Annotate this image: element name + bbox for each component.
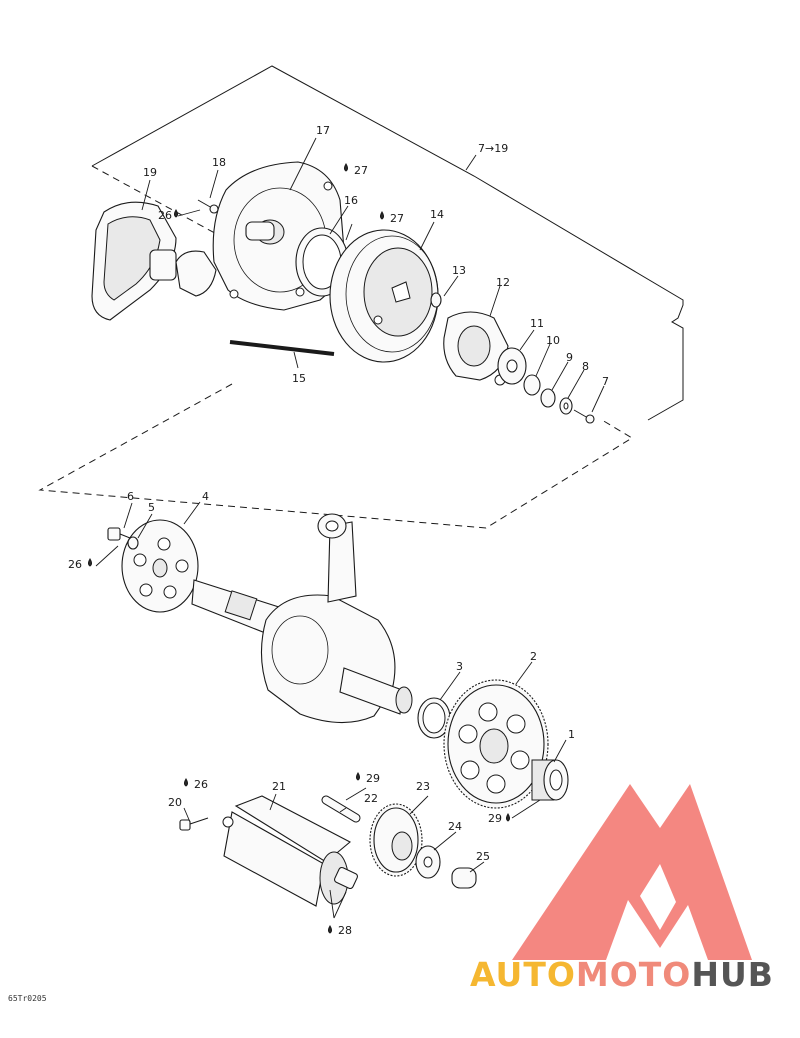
flange-bolt	[107, 527, 131, 541]
oil-drop-icon	[328, 925, 332, 934]
oil-drop-icon	[174, 209, 178, 218]
drawing-code: 65Tr0205	[8, 994, 47, 1003]
callout-26-motor: 26	[194, 778, 208, 791]
callout-16: 16	[344, 194, 358, 207]
callout-21: 21	[272, 780, 286, 793]
callout-27-seal: 27	[390, 212, 404, 225]
callout-27-housing: 27	[354, 164, 368, 177]
callout-29-bearing: 29	[488, 812, 502, 825]
flange-washer	[127, 536, 139, 550]
starter-motor	[222, 795, 359, 907]
callout-3: 3	[456, 660, 463, 673]
oil-drop-markers	[88, 163, 510, 934]
callout-9: 9	[566, 351, 573, 364]
bushing	[451, 867, 477, 889]
callout-14: 14	[430, 208, 444, 221]
brand-auto: AUTO	[470, 955, 576, 994]
callout-23: 23	[416, 780, 430, 793]
rope-pulley	[329, 229, 439, 363]
watermark-brand-text: AUTOMOTOHUB	[470, 955, 795, 995]
washer-large	[497, 347, 527, 385]
group-range-label: 7→19	[478, 142, 508, 155]
drive-flange	[121, 519, 199, 613]
callout-5: 5	[148, 501, 155, 514]
leader-lines	[95, 137, 605, 919]
o-ring	[417, 697, 451, 739]
brand-hub: HUB	[691, 955, 774, 994]
spring	[523, 374, 541, 396]
callout-2: 2	[530, 650, 537, 663]
callout-12: 12	[496, 276, 510, 289]
oil-drop-icon	[380, 211, 384, 220]
callout-8: 8	[582, 360, 589, 373]
needle-bearing	[531, 759, 569, 801]
ring-gear	[443, 679, 549, 809]
motor-screw	[179, 817, 209, 831]
callout-4: 4	[202, 490, 209, 503]
housing-screw	[197, 199, 219, 214]
callout-15: 15	[292, 372, 306, 385]
starter-rope	[229, 340, 335, 356]
crankshaft	[191, 513, 413, 724]
callout-20: 20	[168, 796, 182, 809]
group-boundary	[38, 65, 684, 529]
callout-labels: 1 2 3 4 5 6 7 8 9 10 11 12 13 14 15 16 1…	[68, 124, 609, 937]
callout-11: 11	[530, 317, 544, 330]
callout-19: 19	[143, 166, 157, 179]
oil-drop-icon	[344, 163, 348, 172]
callout-26-flange: 26	[68, 558, 82, 571]
callout-22: 22	[364, 792, 378, 805]
starter-handle	[91, 201, 177, 321]
watermark-logo	[512, 784, 752, 960]
callout-7: 7	[602, 375, 609, 388]
callout-6: 6	[127, 490, 134, 503]
brand-moto: MOTO	[575, 955, 692, 994]
ratchet	[443, 311, 509, 386]
pulley-screw	[573, 409, 595, 424]
callout-24: 24	[448, 820, 462, 833]
idler-shaft	[321, 795, 361, 823]
callout-1: 1	[568, 728, 575, 741]
oil-drop-icon	[506, 813, 510, 822]
callout-29-shaft: 29	[366, 772, 380, 785]
oil-drop-icon	[184, 778, 188, 787]
oil-drop-icon	[356, 772, 360, 781]
callout-28: 28	[338, 924, 352, 937]
pulley-pin	[430, 292, 442, 308]
callout-13: 13	[452, 264, 466, 277]
callout-26-housing: 26	[158, 209, 172, 222]
idler-gear	[369, 803, 423, 877]
callout-17: 17	[316, 124, 330, 137]
oil-drop-icon	[88, 558, 92, 567]
retaining-clip	[540, 388, 556, 408]
washer-small	[559, 397, 573, 415]
callout-25: 25	[476, 850, 490, 863]
gear-washer	[415, 845, 441, 879]
callout-10: 10	[546, 334, 560, 347]
callout-18: 18	[212, 156, 226, 169]
